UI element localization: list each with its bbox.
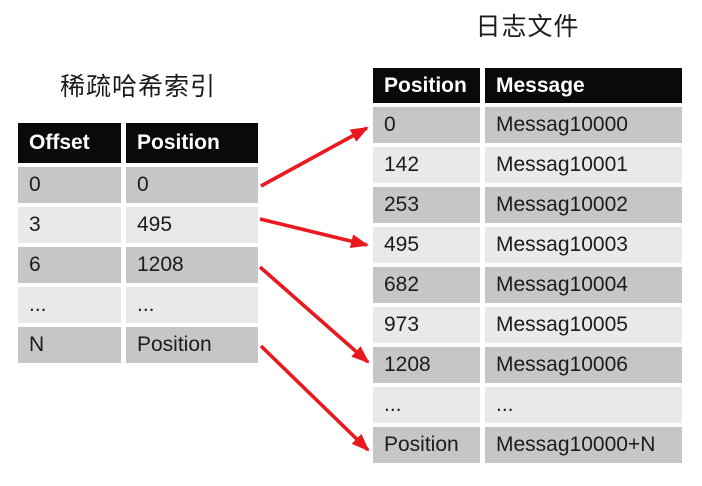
table-cell: Messag10000+N: [485, 427, 682, 463]
right-header-position: Position: [373, 68, 480, 103]
table-cell: ...: [126, 287, 258, 323]
table-cell: Position: [126, 327, 258, 363]
table-cell: Messag10004: [485, 267, 682, 303]
table-cell: Messag10006: [485, 347, 682, 383]
table-cell: 973: [373, 307, 480, 343]
table-cell: 0: [373, 107, 480, 143]
table-cell: ...: [373, 387, 480, 423]
arrow-offset-3-to-position-495: [259, 217, 369, 249]
table-cell: ...: [18, 287, 121, 323]
table-cell: 3: [18, 207, 121, 243]
table-cell: N: [18, 327, 121, 363]
table-cell: 253: [373, 187, 480, 223]
table-cell: Messag10001: [485, 147, 682, 183]
arrow-offset-0-to-position-0: [260, 126, 369, 188]
table-cell: ...: [485, 387, 682, 423]
table-cell: 495: [373, 227, 480, 263]
table-cell: 6: [18, 247, 121, 283]
log-file-table: Position Message 0 Messag10000 142 Messa…: [373, 68, 682, 463]
table-cell: 1208: [126, 247, 258, 283]
table-cell: 495: [126, 207, 258, 243]
sparse-hash-index-title: 稀疏哈希索引: [59, 73, 216, 101]
table-cell: Position: [373, 427, 480, 463]
table-cell: Messag10002: [485, 187, 682, 223]
table-cell: 0: [18, 167, 121, 203]
left-header-offset: Offset: [18, 123, 121, 163]
table-cell: Messag10005: [485, 307, 682, 343]
arrow-offset-n-to-position-n: [259, 344, 370, 452]
right-header-message: Message: [485, 68, 682, 103]
sparse-hash-index-table: Offset Position 0 0 3 495 6 1208 ... ...…: [18, 123, 258, 363]
arrow-offset-6-to-position-1208: [258, 265, 370, 364]
table-cell: 142: [373, 147, 480, 183]
table-cell: Messag10000: [485, 107, 682, 143]
table-cell: 1208: [373, 347, 480, 383]
left-header-position: Position: [126, 123, 258, 163]
table-cell: 682: [373, 267, 480, 303]
table-cell: 0: [126, 167, 258, 203]
table-cell: Messag10003: [485, 227, 682, 263]
log-file-title: 日志文件: [475, 13, 580, 41]
